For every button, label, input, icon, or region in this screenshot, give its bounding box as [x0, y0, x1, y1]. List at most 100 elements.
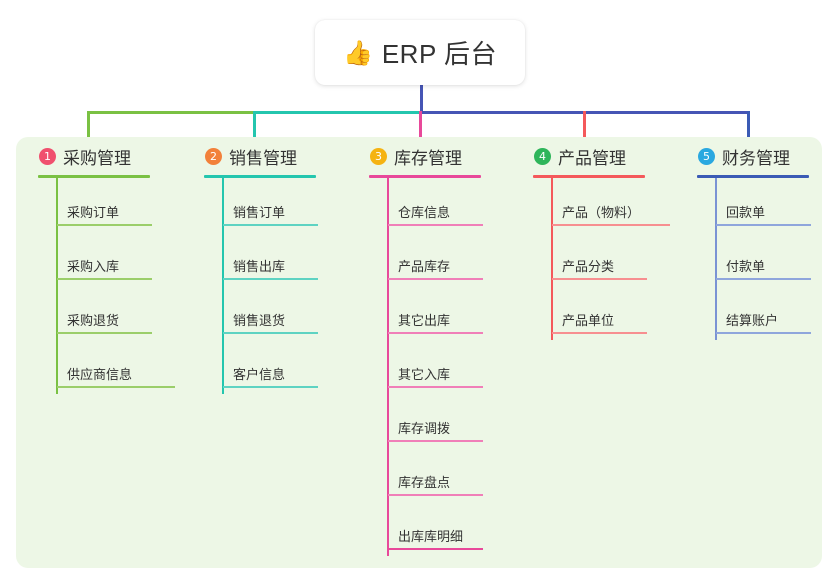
- column-rule-5: [697, 175, 809, 178]
- column-title-2: 销售管理: [229, 148, 297, 168]
- list-item-label: 销售出库: [233, 259, 286, 274]
- list-item[interactable]: 采购入库: [57, 232, 193, 286]
- column-header-1[interactable]: 1 采购管理: [33, 137, 193, 175]
- diagram-panel: [16, 137, 822, 568]
- list-item-label: 采购订单: [67, 205, 120, 220]
- list-item-rule: [57, 386, 175, 388]
- list-item-label: 产品库存: [398, 259, 451, 274]
- list-item[interactable]: 付款单: [716, 232, 839, 286]
- column-spine-4: [551, 178, 553, 340]
- thumbs-up-icon: 👍: [342, 38, 373, 67]
- column-title-3: 库存管理: [394, 148, 462, 168]
- list-item[interactable]: 库存调拨: [388, 394, 524, 448]
- list-item-rule: [716, 332, 811, 334]
- column-spine-1: [56, 178, 58, 394]
- list-item-rule: [552, 332, 647, 334]
- list-item-rule: [223, 386, 318, 388]
- list-item-label: 其它出库: [398, 313, 451, 328]
- connector-drop-5: [747, 111, 750, 151]
- list-item[interactable]: 销售出库: [223, 232, 359, 286]
- list-item[interactable]: 采购退货: [57, 286, 193, 340]
- connector-drop-4: [583, 111, 586, 151]
- list-item-label: 销售退货: [233, 313, 286, 328]
- root-node-card[interactable]: 👍 ERP 后台: [315, 20, 525, 85]
- column-items-2: 销售订单 销售出库 销售退货 客户信息: [199, 178, 359, 394]
- list-item-label: 采购入库: [67, 259, 120, 274]
- list-item-rule: [388, 548, 483, 550]
- list-item-rule: [223, 278, 318, 280]
- list-item-label: 库存调拨: [398, 421, 451, 436]
- list-item-label: 供应商信息: [67, 367, 133, 382]
- list-item-label: 产品分类: [562, 259, 615, 274]
- list-item-label: 销售订单: [233, 205, 286, 220]
- connector-root-stem: [420, 85, 423, 113]
- column-rule-1: [38, 175, 150, 178]
- list-item[interactable]: 产品库存: [388, 232, 524, 286]
- column-items-3: 仓库信息 产品库存 其它出库 其它入库 库存调拨 库存盘点 出库库明细: [364, 178, 524, 556]
- list-item-rule: [388, 332, 483, 334]
- list-item-label: 客户信息: [233, 367, 286, 382]
- list-item-rule: [57, 278, 152, 280]
- list-item[interactable]: 回款单: [716, 178, 839, 232]
- column-items-4: 产品（物料） 产品分类 产品单位: [528, 178, 688, 340]
- column-badge-3: 3: [370, 147, 387, 165]
- column-finance: 5 财务管理 回款单 付款单 结算账户: [692, 137, 839, 340]
- list-item-label: 仓库信息: [398, 205, 451, 220]
- list-item[interactable]: 销售订单: [223, 178, 359, 232]
- list-item-label: 库存盘点: [398, 475, 451, 490]
- list-item-rule: [388, 440, 483, 442]
- list-item-label: 结算账户: [726, 313, 779, 328]
- list-item-rule: [57, 332, 152, 334]
- list-item-label: 出库库明细: [398, 529, 464, 544]
- connector-bar-left: [87, 111, 255, 114]
- list-item[interactable]: 产品（物料）: [552, 178, 688, 232]
- column-badge-1: 1: [39, 147, 56, 165]
- list-item-rule: [388, 224, 483, 226]
- list-item[interactable]: 出库库明细: [388, 502, 524, 556]
- column-spine-2: [222, 178, 224, 394]
- column-badge-5: 5: [698, 147, 715, 165]
- column-header-4[interactable]: 4 产品管理: [528, 137, 688, 175]
- column-rule-4: [533, 175, 645, 178]
- list-item[interactable]: 产品单位: [552, 286, 688, 340]
- connector-drop-2: [253, 111, 256, 151]
- list-item-rule: [223, 224, 318, 226]
- list-item-rule: [552, 224, 670, 226]
- list-item[interactable]: 库存盘点: [388, 448, 524, 502]
- list-item[interactable]: 产品分类: [552, 232, 688, 286]
- root-node-title: ERP 后台: [381, 39, 498, 69]
- list-item[interactable]: 仓库信息: [388, 178, 524, 232]
- list-item[interactable]: 客户信息: [223, 340, 359, 394]
- list-item[interactable]: 供应商信息: [57, 340, 193, 394]
- column-spine-3: [387, 178, 389, 556]
- list-item[interactable]: 其它入库: [388, 340, 524, 394]
- column-title-4: 产品管理: [558, 148, 626, 168]
- list-item-rule: [388, 494, 483, 496]
- list-item-rule: [716, 224, 811, 226]
- connector-drop-3: [419, 111, 422, 151]
- column-badge-2: 2: [205, 147, 222, 165]
- list-item-label: 产品单位: [562, 313, 615, 328]
- connector-bar-mid: [253, 111, 421, 114]
- list-item-rule: [57, 224, 152, 226]
- column-purchase: 1 采购管理 采购订单 采购入库 采购退货 供应商信息: [33, 137, 193, 394]
- list-item-label: 产品（物料）: [562, 205, 641, 220]
- column-header-3[interactable]: 3 库存管理: [364, 137, 524, 175]
- list-item-label: 采购退货: [67, 313, 120, 328]
- column-header-5[interactable]: 5 财务管理: [692, 137, 839, 175]
- column-product: 4 产品管理 产品（物料） 产品分类 产品单位: [528, 137, 688, 340]
- list-item-label: 其它入库: [398, 367, 451, 382]
- list-item-rule: [552, 278, 647, 280]
- list-item-rule: [388, 278, 483, 280]
- column-rule-3: [369, 175, 481, 178]
- connector-drop-1: [87, 111, 90, 151]
- column-header-2[interactable]: 2 销售管理: [199, 137, 359, 175]
- list-item-label: 付款单: [726, 259, 766, 274]
- list-item[interactable]: 结算账户: [716, 286, 839, 340]
- list-item[interactable]: 其它出库: [388, 286, 524, 340]
- list-item[interactable]: 采购订单: [57, 178, 193, 232]
- column-spine-5: [715, 178, 717, 340]
- column-items-5: 回款单 付款单 结算账户: [692, 178, 839, 340]
- list-item[interactable]: 销售退货: [223, 286, 359, 340]
- list-item-rule: [388, 386, 483, 388]
